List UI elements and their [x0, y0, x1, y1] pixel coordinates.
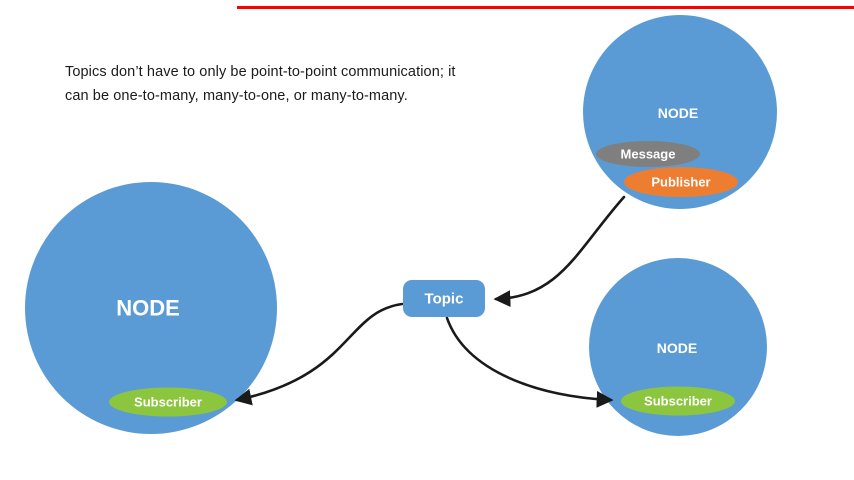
top-right-node-label: NODE — [658, 105, 698, 121]
message-ellipse — [596, 141, 700, 167]
arrow-publisher-to-topic — [493, 195, 626, 307]
arrow-topic-to-bottom-right-subscriber — [445, 316, 614, 408]
left-subscriber-ellipse — [109, 387, 227, 417]
topic-box — [403, 280, 485, 317]
topic-label: Topic — [425, 291, 464, 308]
publisher-ellipse — [624, 167, 738, 197]
bottom-right-subscriber-ellipse — [621, 386, 735, 416]
intro-text-line-1: Topics don’t have to only be point-to-po… — [65, 64, 456, 80]
intro-text-line-2: can be one-to-many, many-to-one, or many… — [65, 88, 408, 104]
intro-text: Topics don’t have to only be point-to-po… — [65, 60, 505, 108]
bottom-right-subscriber-label: Subscriber — [644, 394, 712, 409]
publisher-label: Publisher — [651, 175, 710, 190]
video-progress-line — [237, 6, 854, 9]
left-subscriber-label: Subscriber — [134, 395, 202, 410]
left-node-circle — [25, 182, 277, 434]
message-label: Message — [621, 147, 676, 162]
arrow-topic-to-left-subscriber — [234, 302, 404, 406]
bottom-right-node-circle — [589, 258, 767, 436]
bottom-right-node-label: NODE — [657, 340, 697, 356]
left-node-label: NODE — [116, 296, 180, 321]
